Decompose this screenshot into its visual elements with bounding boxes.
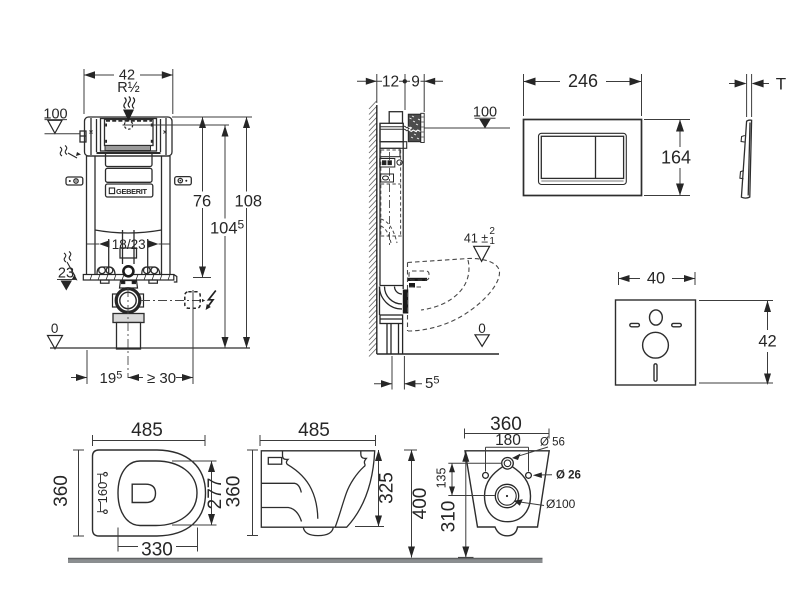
svg-text:160: 160 <box>95 482 110 504</box>
svg-text:2: 2 <box>489 226 495 237</box>
svg-text:325: 325 <box>377 472 398 504</box>
svg-text:108: 108 <box>235 192 263 210</box>
svg-text:1: 1 <box>489 236 495 247</box>
svg-text:330: 330 <box>141 540 173 561</box>
svg-text:23: 23 <box>58 265 74 281</box>
svg-text:18/23: 18/23 <box>112 237 146 252</box>
svg-text:180: 180 <box>495 432 521 449</box>
svg-text:100: 100 <box>43 106 67 122</box>
svg-text:9: 9 <box>411 73 420 90</box>
svg-text:12: 12 <box>382 73 399 90</box>
svg-text:42: 42 <box>119 68 135 84</box>
svg-text:41 ±: 41 ± <box>464 232 488 246</box>
svg-text:135: 135 <box>435 468 449 489</box>
svg-text:1045: 1045 <box>210 218 245 238</box>
svg-text:0: 0 <box>51 321 59 336</box>
svg-text:310: 310 <box>439 501 460 533</box>
svg-text:0: 0 <box>478 321 486 336</box>
svg-text:485: 485 <box>298 420 330 441</box>
svg-text:Ø 26: Ø 26 <box>556 470 581 482</box>
svg-text:400: 400 <box>410 488 431 520</box>
svg-text:360: 360 <box>224 476 245 508</box>
svg-text:R½: R½ <box>117 80 140 96</box>
svg-text:≥ 30: ≥ 30 <box>147 370 176 387</box>
svg-text:485: 485 <box>131 420 163 441</box>
svg-text:360: 360 <box>490 414 522 435</box>
svg-text:T: T <box>776 75 786 94</box>
svg-text:42: 42 <box>758 333 776 351</box>
svg-text:246: 246 <box>568 71 598 91</box>
svg-text:164: 164 <box>661 148 691 168</box>
svg-text:Ø 56: Ø 56 <box>540 437 565 449</box>
svg-text:40: 40 <box>647 270 665 288</box>
svg-text:76: 76 <box>193 192 211 210</box>
svg-text:GEBERIT: GEBERIT <box>116 187 148 196</box>
svg-text:100: 100 <box>473 104 497 120</box>
svg-text:360: 360 <box>51 475 72 507</box>
svg-text:277: 277 <box>205 478 226 510</box>
svg-text:Ø100: Ø100 <box>546 497 576 511</box>
